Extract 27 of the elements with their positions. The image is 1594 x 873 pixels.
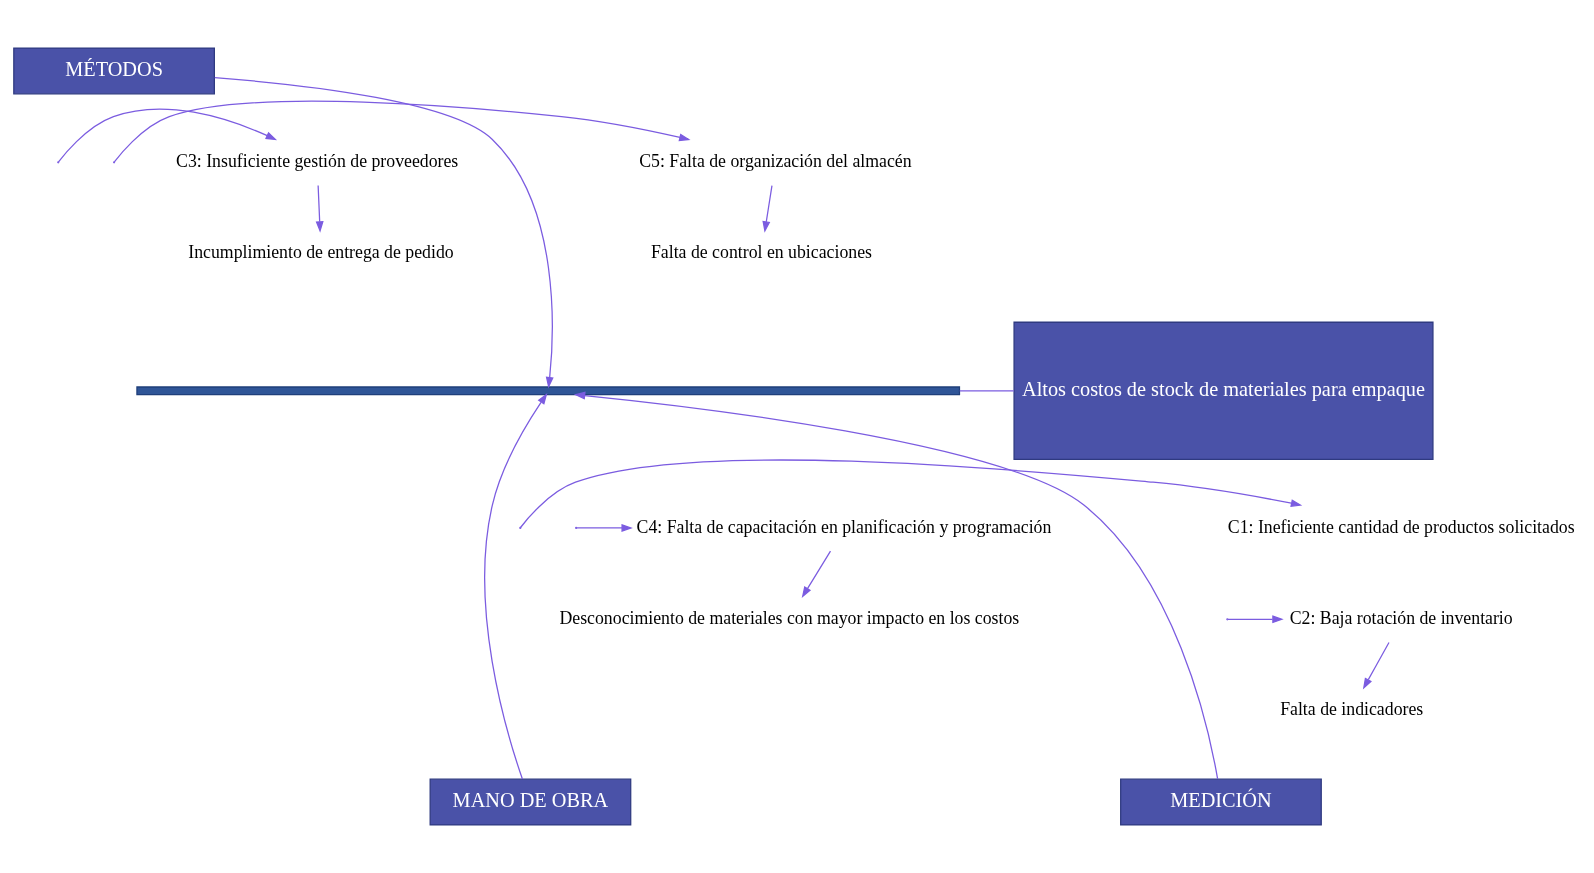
arrow <box>1227 615 1284 624</box>
arrow <box>576 523 633 532</box>
arrow <box>1362 641 1390 690</box>
arrow <box>484 393 548 780</box>
arrow <box>214 77 554 389</box>
connector <box>959 390 1015 392</box>
node-text: C3: Insuficiente gestión de proveedores <box>176 151 459 172</box>
node-text: Falta de control en ubicaciones <box>650 242 872 263</box>
node-text: Incumplimiento de entrega de pedido <box>188 242 454 263</box>
node-box: MEDICIÓN <box>1120 778 1322 826</box>
arrow <box>573 391 1219 780</box>
node-text: C2: Baja rotación de inventario <box>1289 607 1513 628</box>
node-text: Falta de indicadores <box>1280 699 1424 720</box>
arrow <box>762 184 773 233</box>
arrow <box>113 100 691 163</box>
node-text: Desconocimiento de materiales con mayor impacto en los costos <box>559 607 1020 628</box>
node-box: Altos costos de stock de materiales para empaque <box>1013 321 1434 460</box>
arrow <box>519 459 1303 529</box>
node-box: MANO DE OBRA <box>429 778 632 826</box>
node-bar <box>136 386 961 396</box>
node-text: C5: Falta de organización del almacén <box>639 151 912 172</box>
node-text: C1: Ineficiente cantidad de productos solicitados <box>1227 516 1575 537</box>
arrow <box>801 550 832 598</box>
node-box: MÉTODOS <box>13 47 215 95</box>
node-text: C4: Falta de capacitación en planificación y programación <box>636 516 1052 537</box>
arrow <box>315 184 324 233</box>
arrow <box>57 108 278 163</box>
